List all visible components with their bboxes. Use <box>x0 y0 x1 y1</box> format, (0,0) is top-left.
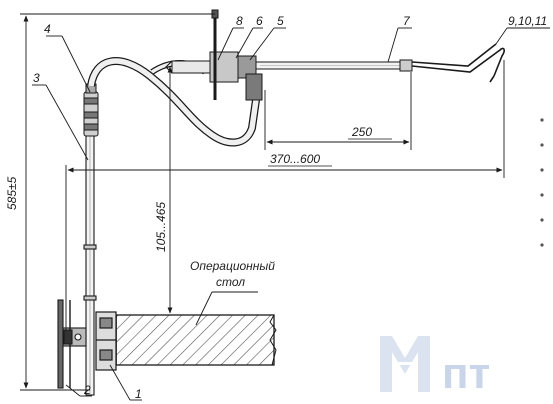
callout-4: 4 <box>44 22 51 36</box>
callout-6: 6 <box>256 14 263 28</box>
callout-5: 5 <box>277 14 284 28</box>
side-dots <box>540 118 544 247</box>
spring-bar <box>255 59 413 72</box>
table-label: Операционный стол <box>190 259 275 289</box>
swivel-coupling <box>83 83 99 137</box>
dim-total-height: 585±5 <box>5 176 19 210</box>
callout-7: 7 <box>403 14 411 28</box>
dim-spring-length: 250 <box>351 125 372 139</box>
table-clamp <box>95 311 117 371</box>
callout-8: 8 <box>236 14 243 28</box>
watermark-text: пт <box>442 349 490 398</box>
callout-2: 2 <box>83 383 91 397</box>
callout-3: 3 <box>33 71 40 85</box>
clamp-screw <box>57 299 87 389</box>
dim-reach: 370...600 <box>270 152 320 166</box>
callout-1: 1 <box>135 387 142 401</box>
table-label-line2: стол <box>216 275 245 289</box>
operating-table <box>115 314 277 366</box>
callouts: 4 3 8 6 5 7 9,10,11 1 2 <box>33 14 547 401</box>
vertical-post <box>83 134 97 396</box>
watermark-logo: пт <box>380 336 490 398</box>
dimension-lines <box>20 13 505 391</box>
retractor-head <box>165 9 263 101</box>
retractor-hook <box>411 43 505 83</box>
dim-vertical-range: 105...465 <box>154 202 168 252</box>
leader-lines <box>32 27 550 401</box>
table-label-line1: Операционный <box>190 259 275 273</box>
dimension-values: 585±5 105...465 370...600 250 <box>5 125 372 252</box>
callout-9-10-11: 9,10,11 <box>508 14 547 28</box>
